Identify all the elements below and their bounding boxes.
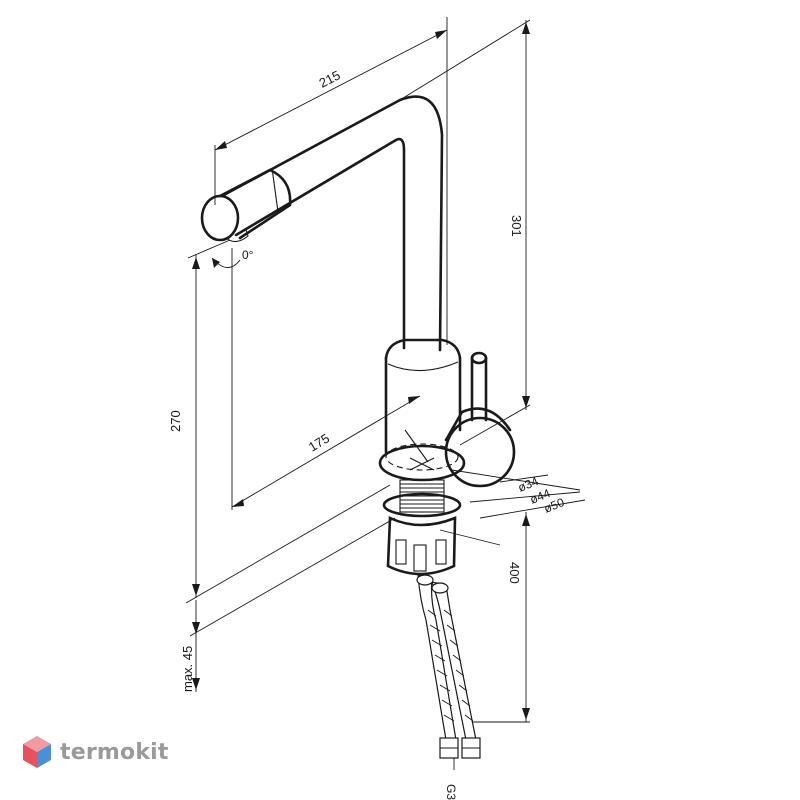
dimension-215: 215: [214, 17, 448, 345]
dimension-270: 270: [168, 239, 231, 598]
threaded-shank: [382, 479, 462, 576]
dimension-400: 400: [470, 512, 530, 723]
swivel-angle-label: 0°: [242, 248, 254, 262]
brand-name: termokit: [60, 739, 169, 765]
brand-watermark: termokit: [22, 735, 169, 769]
dim-label-175: 175: [306, 431, 332, 455]
dim-label-400: 400: [507, 562, 522, 584]
swivel-angle: 0°: [211, 248, 254, 268]
flexible-hoses: G3/8: [416, 574, 481, 800]
dim-label-215: 215: [317, 67, 343, 90]
dimension-max45: max. 45: [180, 600, 200, 692]
faucet-body: [378, 338, 516, 488]
dimension-175: 175: [231, 248, 421, 510]
diameter-dimensions: ø34 ø44 ø50: [451, 469, 586, 519]
faucet-spout: [200, 95, 444, 352]
dim-label-270: 270: [168, 410, 183, 432]
dim-label-301: 301: [509, 215, 524, 237]
dim-label-max45: max. 45: [180, 646, 195, 692]
connection-label: G3/8: [444, 784, 458, 800]
cube-logo-icon: [23, 736, 51, 768]
base-reference-lines: [185, 484, 501, 637]
dimension-301: 301: [394, 19, 531, 446]
